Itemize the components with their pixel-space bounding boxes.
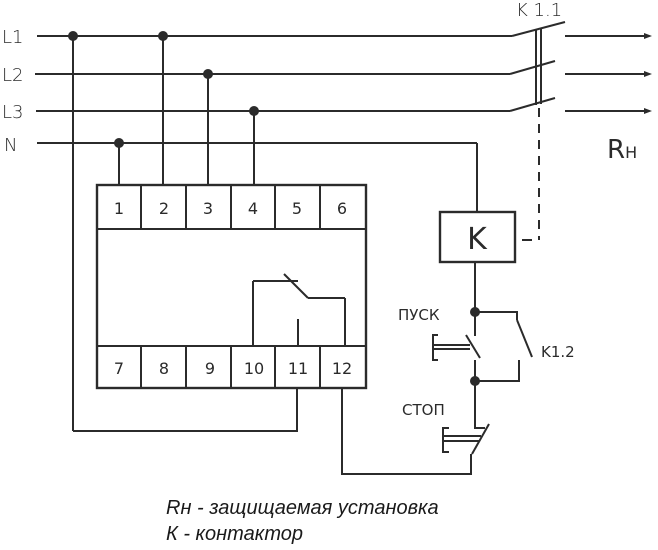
relay-supply-taps	[68, 31, 259, 431]
load-label: RH	[607, 135, 637, 165]
load-outputs	[565, 33, 652, 114]
start-contact-blade	[465, 334, 481, 359]
relay-contact-blade	[283, 273, 309, 299]
relay-terminals-top: 1 2 3 4 5 6	[114, 199, 347, 218]
contactor-coil	[438, 210, 517, 264]
terminal-2: 2	[159, 199, 169, 218]
stop-contact-blade	[471, 423, 490, 455]
wire-l1-to-terminal-11	[73, 388, 298, 432]
terminal-8: 8	[159, 359, 169, 378]
aux-contact-label: K1.2	[541, 343, 575, 361]
coil-label: K	[467, 222, 488, 257]
terminal-4: 4	[248, 199, 258, 218]
terminal-5: 5	[292, 199, 302, 218]
terminal-9: 9	[205, 359, 215, 378]
label-k11: K 1.1	[516, 0, 562, 21]
terminal-12: 12	[332, 359, 352, 378]
label-l3: L3	[2, 102, 23, 123]
label-l1: L1	[2, 27, 23, 48]
terminal-3: 3	[203, 199, 213, 218]
legend-line-load: Rн - защищаемая установка	[166, 497, 439, 519]
bus-lines	[35, 35, 512, 144]
terminal-6: 6	[337, 199, 347, 218]
label-l2: L2	[2, 65, 23, 86]
main-contactor-k11	[509, 21, 566, 241]
terminal-11: 11	[288, 359, 308, 378]
start-button-actuator	[432, 334, 438, 361]
load-label-main: R	[607, 135, 625, 165]
terminal-7: 7	[114, 359, 124, 378]
legend-line-contactor: К - контактор	[166, 523, 303, 545]
control-circuit	[432, 262, 533, 474]
terminal-1: 1	[114, 199, 124, 218]
load-label-sub: H	[625, 143, 637, 162]
relay-terminals-bottom: 7 8 9 10 11 12	[114, 359, 352, 378]
label-n: N	[4, 135, 17, 156]
terminal-10: 10	[244, 359, 264, 378]
stop-button-actuator	[442, 427, 449, 453]
stop-button-label: СТОП	[402, 401, 445, 419]
relay-module	[95, 183, 368, 390]
aux-contact-blade	[516, 319, 533, 358]
start-button-label: ПУСК	[398, 306, 440, 324]
